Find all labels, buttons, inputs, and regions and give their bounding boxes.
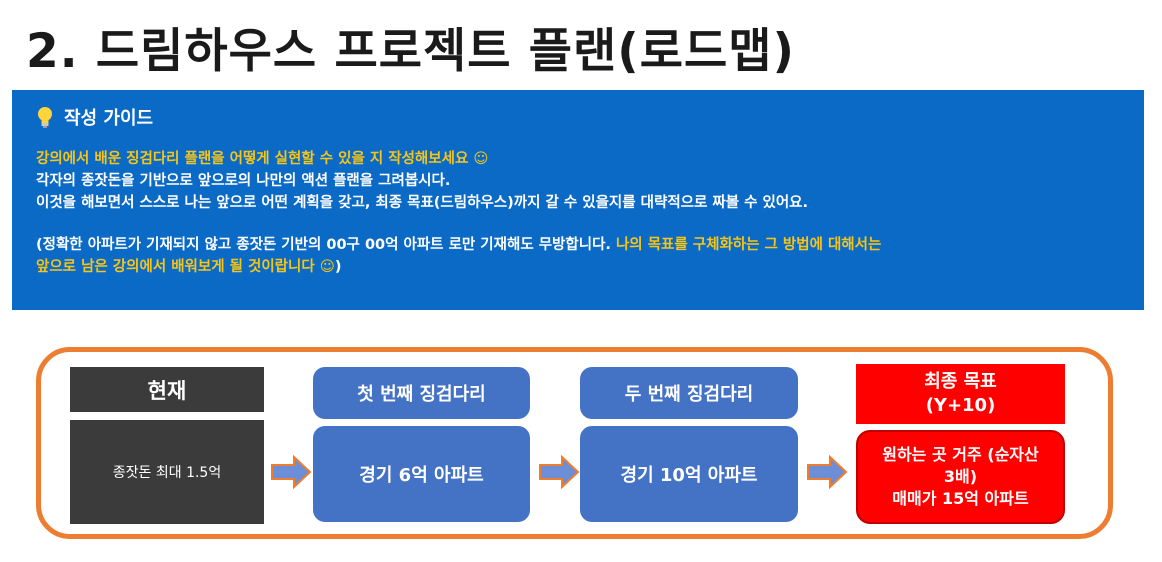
step2-header-label: 두 번째 징검다리 — [624, 384, 754, 405]
goal-value-line2: 3배) — [943, 467, 978, 486]
guide-line-4: (정확한 아파트가 기재되지 않고 종잣돈 기반의 00구 00억 아파트 로만… — [36, 234, 1118, 256]
lightbulb-icon — [38, 107, 52, 128]
current-value-label: 종잣돈 최대 1.5억 — [112, 465, 222, 481]
guide-line-2: 각자의 종잣돈을 기반으로 앞으로의 나만의 액션 플랜을 그려봅시다. — [36, 173, 451, 189]
goal-value: 원하는 곳 거주 (순자산 3배) 매매가 15억 아파트 — [856, 430, 1065, 524]
goal-header: 최종 목표 (Y+10) — [856, 364, 1065, 424]
guide-line-5-yellow: 앞으로 남은 강의에서 배워보게 될 것이랍니다 ☺ — [36, 259, 335, 275]
arrow-right-icon — [539, 455, 580, 489]
guide-line-5: 앞으로 남은 강의에서 배워보게 될 것이랍니다 ☺) — [36, 256, 1118, 278]
step2-header: 두 번째 징검다리 — [580, 367, 798, 419]
guide-header: 작성 가이드 — [36, 104, 1118, 130]
current-header-label: 현재 — [147, 378, 187, 403]
arrow-right-icon — [807, 455, 848, 489]
guide-line-1: 강의에서 배운 징검다리 플랜을 어떻게 실현할 수 있을 지 작성해보세요 ☺ — [36, 151, 489, 167]
goal-value-line1: 원하는 곳 거주 (순자산 — [882, 445, 1039, 464]
step2-value-label: 경기 10억 아파트 — [620, 465, 758, 486]
step2-value: 경기 10억 아파트 — [580, 426, 798, 522]
step1-value-label: 경기 6억 아파트 — [359, 465, 484, 486]
goal-header-line2: (Y+10) — [925, 395, 996, 416]
goal-value-line3: 매매가 15억 아파트 — [892, 489, 1029, 508]
guide-line-5-white: ) — [334, 259, 342, 275]
guide-line-4-white: (정확한 아파트가 기재되지 않고 종잣돈 기반의 00구 00억 아파트 로만… — [36, 237, 616, 253]
current-header: 현재 — [70, 367, 264, 412]
step1-value: 경기 6억 아파트 — [313, 426, 530, 522]
page-title: 2. 드림하우스 프로젝트 플랜(로드맵) — [26, 24, 795, 79]
guide-panel: 작성 가이드 강의에서 배운 징검다리 플랜을 어떻게 실현할 수 있을 지 작… — [12, 90, 1144, 310]
current-value: 종잣돈 최대 1.5억 — [70, 420, 264, 524]
roadmap-frame — [36, 347, 1113, 539]
step1-header-label: 첫 번째 징검다리 — [357, 384, 486, 405]
goal-header-line1: 최종 목표 — [924, 371, 997, 392]
guide-line-3: 이것을 해보면서 스스로 나는 앞으로 어떤 계획을 갖고, 최종 목표(드림하… — [36, 195, 809, 211]
guide-heading: 작성 가이드 — [64, 108, 154, 129]
guide-line-4-yellow: 나의 목표를 구체화하는 그 방법에 대해서는 — [615, 237, 882, 253]
arrow-right-icon — [271, 455, 312, 489]
step1-header: 첫 번째 징검다리 — [313, 367, 530, 419]
